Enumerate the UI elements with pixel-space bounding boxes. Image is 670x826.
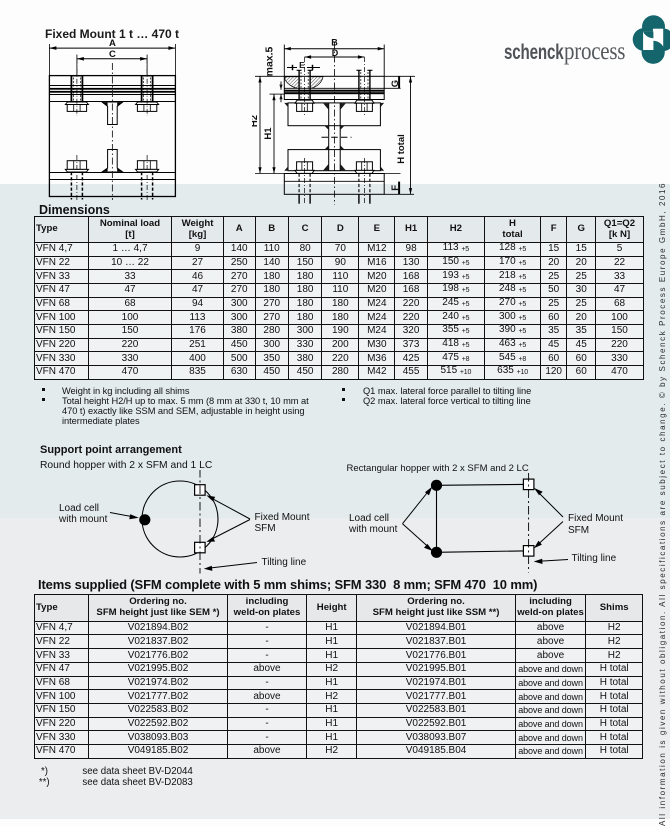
svg-text:G: G: [390, 80, 401, 87]
svg-text:C: C: [109, 49, 116, 60]
svg-text:H2: H2: [252, 115, 260, 127]
svg-text:E: E: [299, 60, 305, 70]
svg-text:F: F: [390, 185, 401, 191]
svg-text:D: D: [332, 48, 339, 58]
svg-text:max.5: max.5: [264, 46, 276, 76]
svg-text:H1: H1: [263, 127, 274, 140]
svg-text:A: A: [109, 38, 116, 49]
svg-text:H total: H total: [396, 134, 407, 164]
